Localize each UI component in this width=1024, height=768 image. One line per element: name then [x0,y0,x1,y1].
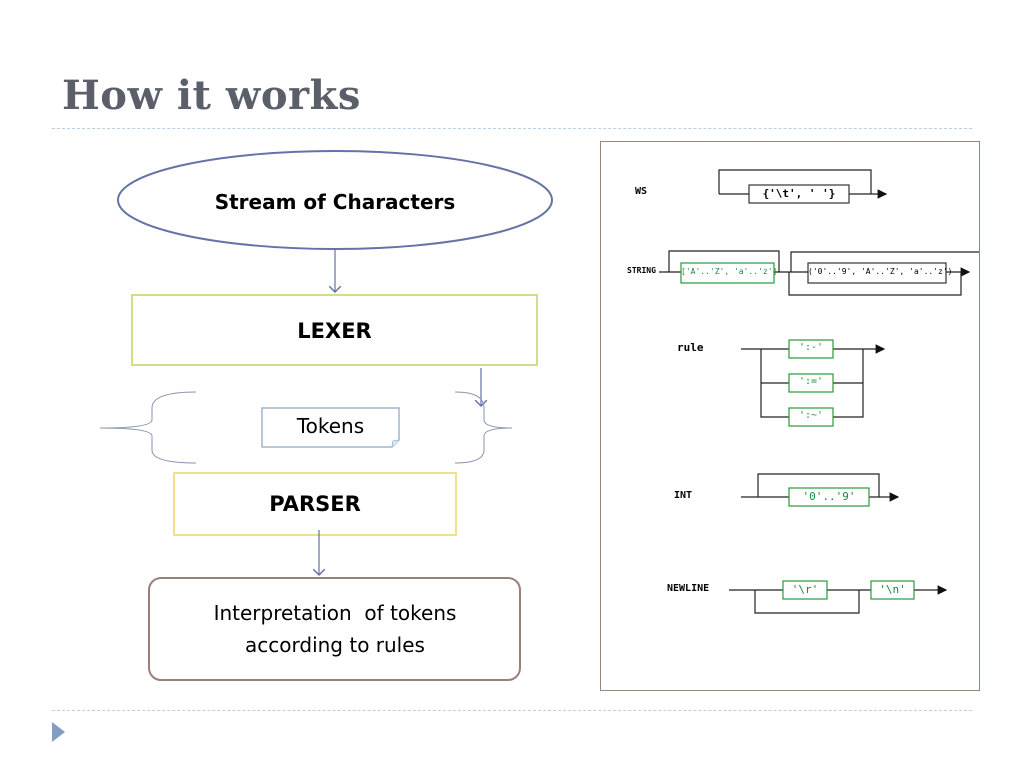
rule-box-1 [788,339,834,359]
string-name: STRING [627,266,656,275]
newline-bypass [754,590,860,614]
railroad-diagram [659,169,979,614]
right-brace [454,391,513,464]
newline-box-2-label: '\n' [879,583,906,596]
ws-loop [718,169,872,194]
int-box-label: '0'..'9' [802,490,856,503]
int-box [788,487,870,507]
rule-alt-3-label: ':~' [798,410,824,421]
string-box-1-label: ['A'..'Z', 'a'..'z'] [681,267,778,276]
parser-label: PARSER [269,492,361,516]
string-bypass [790,251,979,272]
lexer-label: LEXER [297,319,372,343]
int-loop [757,473,880,497]
ws-name: WS [635,186,648,197]
output-label-line2: according to rules [245,633,425,657]
newline-name: NEWLINE [667,583,710,594]
int-name: INT [674,490,693,501]
lexer-box [131,294,538,366]
string-loop-1 [668,250,780,272]
tokens-label: Tokens [296,414,365,438]
title-divider [52,128,972,129]
string-box-2 [807,262,947,284]
rule-box-2 [788,373,834,393]
input-ellipse [117,150,553,250]
ws-box [748,184,850,204]
input-label: Stream of Characters [214,190,456,214]
tokens-note-fold [391,439,400,448]
rule-name: rule [677,341,704,354]
newline-box-1-label: '\r' [791,583,819,596]
rule-alt-1-label: ':-' [798,342,824,353]
footer-divider [52,710,972,711]
slide-title: How it works [62,72,361,119]
left-brace [99,391,197,464]
flow-diagram [99,150,553,681]
railroad-diagram-panel: WS {'\t', ' '} STRING ['A'..'Z', 'a'..'z… [600,141,980,691]
newline-box-1 [782,580,828,600]
rule-alt-2-label: ':=' [798,376,824,387]
rule-box-3 [788,407,834,427]
output-label-line1: Interpretation of tokens [213,601,457,625]
bullet-triangle-icon [52,722,65,742]
output-box [148,577,521,681]
parser-box [173,472,457,536]
string-box-1 [680,262,775,284]
string-box-2-label: ('0'..'9', 'A'..'Z', 'a'..'z') [808,267,953,276]
newline-box-2 [870,580,915,600]
ws-box-label: {'\t', ' '} [762,187,836,200]
string-loop-2 [788,272,962,296]
rule-alt-rails [760,349,864,418]
